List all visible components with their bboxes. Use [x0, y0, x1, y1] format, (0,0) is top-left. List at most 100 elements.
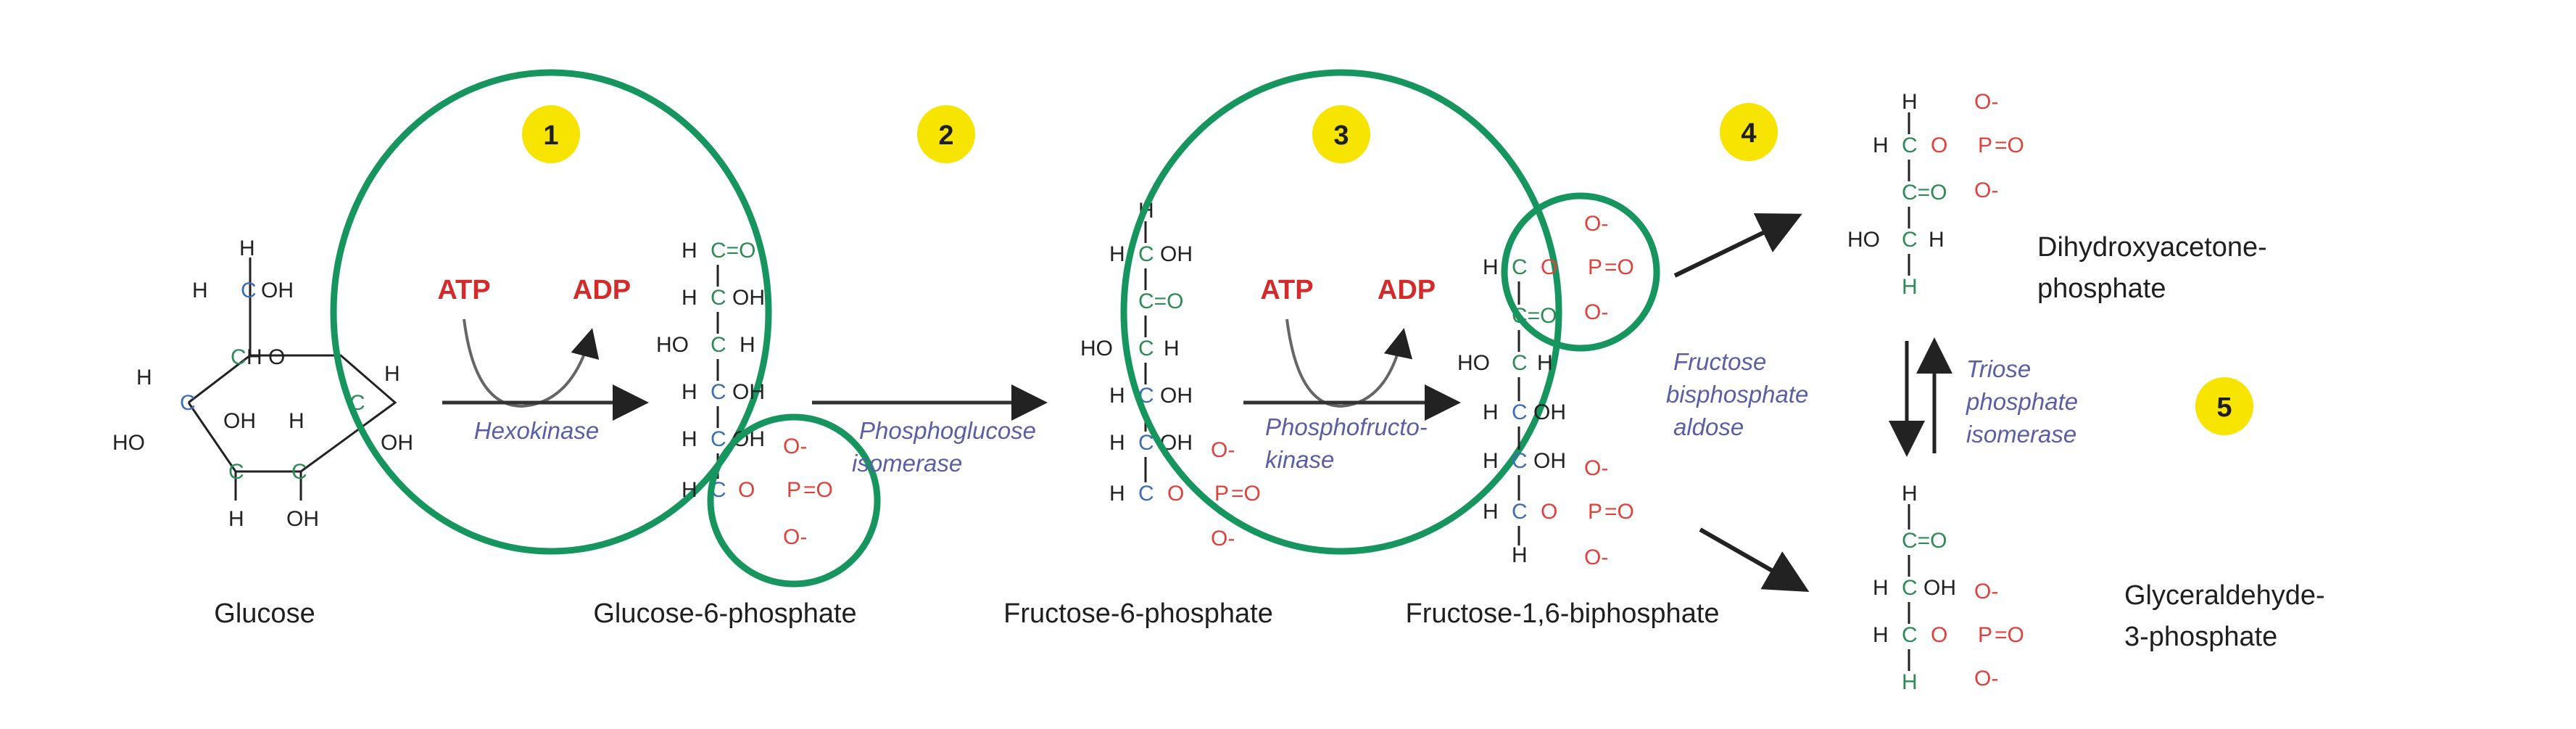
enzyme-tpi-line3: isomerase	[1966, 421, 2076, 448]
atom-symbol: H	[1109, 431, 1125, 455]
atom-symbol: C	[1902, 576, 1918, 600]
atom-symbol: O-	[1974, 667, 1998, 691]
atom-symbol: H	[1483, 255, 1499, 279]
enzyme-aldolase-line2: bisphosphate	[1666, 381, 1808, 408]
atom-symbol: 5	[2216, 392, 2232, 423]
atom-symbol: H	[192, 279, 208, 302]
atom-symbol: OH	[1533, 400, 1566, 424]
atom-symbol: =O	[803, 478, 833, 502]
atom-symbol: =O	[1604, 255, 1634, 279]
atom-symbol: H	[1512, 543, 1528, 567]
enzyme-phosphofructokinase-line1: Phosphofructo-	[1265, 413, 1428, 440]
atom-symbol: H	[289, 409, 305, 433]
atom-symbol: H	[1109, 242, 1125, 266]
atom-symbol: C	[1902, 623, 1918, 647]
atp-adp-curve-step3	[1285, 318, 1412, 408]
atom-symbol: C	[1138, 337, 1154, 361]
atom-symbol: 3	[1333, 120, 1349, 151]
label-glucose: Glucose	[214, 598, 315, 629]
atom-symbol: O-	[1974, 178, 1998, 202]
atom-symbol: C	[1138, 242, 1154, 266]
atom-symbol: C	[241, 279, 257, 302]
atom-symbol: H	[228, 507, 244, 531]
atom-symbol: H	[1902, 90, 1918, 114]
atom-symbol: C	[1902, 133, 1918, 157]
atom-symbol: O	[268, 345, 285, 369]
atom-symbol: HO	[1080, 337, 1113, 361]
atom-symbol: O-	[1974, 580, 1998, 604]
atom-symbol: O-	[1974, 90, 1998, 114]
atom-symbol: C=O	[1902, 181, 1947, 205]
atom-symbol: O-	[1584, 300, 1608, 324]
atom-symbol: OH	[261, 279, 294, 302]
enzyme-phosphoglucose-isomerase-line2: isomerase	[852, 450, 962, 477]
reaction-arrow-step4-up	[1673, 213, 1802, 278]
atom-symbol: O-	[1211, 527, 1235, 551]
fructose-6-phosphate-structure: H H C OH C=O HO C H H C OH H C OH H C O …	[1080, 199, 1261, 551]
dhap-structure: H H C O P =O O- O- C=O HO C H H	[1847, 90, 2024, 299]
atom-symbol: C	[1512, 351, 1528, 375]
atom-symbol: =O	[1231, 482, 1261, 506]
atom-symbol: P	[1214, 482, 1229, 506]
atom-symbol: HO	[656, 333, 689, 357]
glucose-structure: H H C OH C H O H C HO OH H C C C H OH H …	[112, 236, 413, 531]
atom-symbol: H	[1483, 400, 1499, 424]
atom-symbol: H	[682, 427, 697, 451]
atom-symbol: H	[1873, 623, 1889, 647]
atom-symbol: H	[682, 286, 697, 310]
atom-symbol: OH	[286, 507, 319, 531]
atom-symbol: OH	[1160, 242, 1193, 266]
glucose-6-phosphate-structure: H C=O H C OH HO C H H C OH H C OH H C O …	[656, 239, 833, 549]
atom-symbol: H	[1483, 449, 1499, 473]
atom-symbol: H	[1109, 384, 1125, 408]
label-fructose-6-phosphate: Fructose-6-phosphate	[1003, 598, 1273, 629]
atom-symbol: H	[1164, 337, 1180, 361]
step-badge-4: 4	[1720, 103, 1778, 161]
label-glucose-6-phosphate: Glucose-6-phosphate	[593, 598, 856, 629]
atom-symbol: O-	[1584, 456, 1608, 480]
atom-symbol: OH	[1160, 384, 1193, 408]
atom-symbol: O-	[1211, 438, 1235, 462]
adp-label-step3: ADP	[1378, 275, 1436, 305]
atp-adp-curve-step1	[463, 318, 600, 408]
highlight-ellipse-step3	[1120, 69, 1562, 555]
atom-symbol: O	[1541, 500, 1557, 524]
atom-symbol: O-	[1584, 212, 1608, 236]
step-badge-5: 5	[2195, 377, 2253, 435]
label-g3p-line1: Glyceraldehyde-	[2124, 580, 2325, 611]
atom-symbol: H	[1537, 351, 1553, 375]
atom-symbol: OH	[1923, 576, 1956, 600]
atom-symbol: H	[1109, 482, 1125, 506]
atom-symbol: C	[1138, 431, 1154, 455]
atp-label-step1: ATP	[437, 275, 490, 305]
atom-symbol: OH	[1533, 449, 1566, 473]
highlight-ellipse-step1	[330, 69, 772, 555]
atom-symbol: HO	[1847, 228, 1880, 252]
atom-symbol: H	[384, 362, 400, 386]
atom-symbol: C	[228, 460, 244, 484]
atom-symbol: C	[1512, 255, 1528, 279]
atom-symbol: C=O	[1138, 289, 1184, 313]
atom-symbol: H	[1873, 576, 1889, 600]
atom-symbol: 4	[1741, 118, 1756, 149]
reaction-arrow-step4-down	[1699, 527, 1810, 592]
fructose-1-6-biphosphate-structure: H C O P =O O- O- C=O HO C H H C OH H C O…	[1457, 212, 1634, 569]
adp-label-step1: ADP	[573, 275, 631, 305]
atom-symbol: C	[711, 333, 726, 357]
label-dhap-line1: Dihydroxyacetone-	[2037, 232, 2267, 263]
atom-symbol: C	[1512, 449, 1528, 473]
enzyme-tpi-line2: phosphate	[1966, 388, 2078, 415]
atom-symbol: H	[682, 239, 697, 263]
g3p-structure: H C=O H C OH H C O P =O O- O- H	[1873, 482, 2024, 694]
atom-symbol: HO	[112, 431, 145, 455]
atom-symbol: C	[231, 345, 247, 369]
enzyme-hexokinase: Hexokinase	[474, 417, 599, 444]
atom-symbol: 1	[543, 120, 558, 151]
atom-symbol: H	[1873, 133, 1889, 157]
atom-symbol: P	[1978, 623, 1992, 647]
atom-symbol: 2	[938, 120, 953, 151]
atom-symbol: P	[1588, 500, 1602, 524]
atom-symbol: =O	[1995, 133, 2024, 157]
highlight-circle-phosphate-f16bp	[1501, 192, 1660, 352]
